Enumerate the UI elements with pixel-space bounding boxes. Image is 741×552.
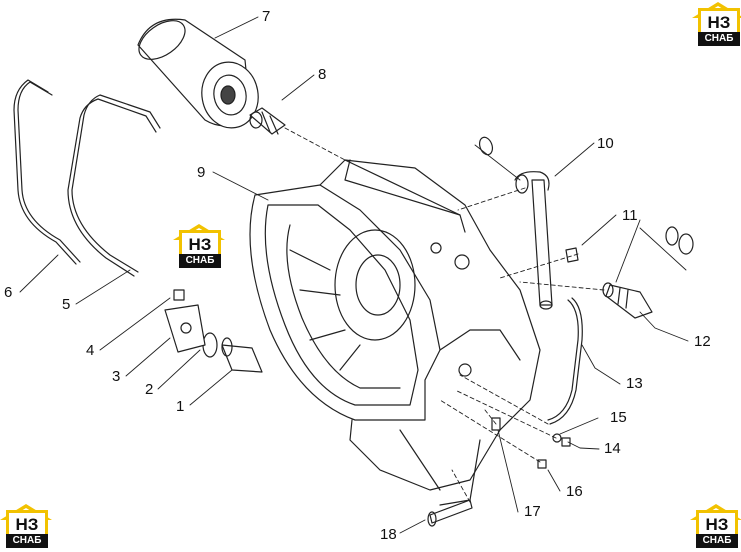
sleeve-1 xyxy=(221,344,263,373)
oil-filter-part xyxy=(137,18,259,129)
watermark-logo-caption: СНАБ xyxy=(179,254,221,268)
callout-10: 10 xyxy=(597,135,614,152)
callout-14: 14 xyxy=(604,440,621,457)
callout-17: 17 xyxy=(524,503,541,520)
threaded-fitting-part xyxy=(249,107,286,135)
o-ring-12b xyxy=(678,233,694,255)
callout-16: 16 xyxy=(566,483,583,500)
callout-13: 13 xyxy=(626,375,643,392)
watermark-logo-text: НЗ xyxy=(696,510,738,537)
watermark-logo-text: НЗ xyxy=(6,510,48,537)
suction-tube-part xyxy=(514,171,553,310)
cover-3 xyxy=(164,304,206,353)
transmission-housing-part xyxy=(249,159,541,506)
watermark-logo-caption: СНАБ xyxy=(698,32,740,46)
callout-2: 2 xyxy=(145,381,154,398)
callout-1: 1 xyxy=(176,398,185,415)
valve-12-part xyxy=(602,282,653,319)
callout-15: 15 xyxy=(610,409,627,426)
watermark-logo-caption: СНАБ xyxy=(6,534,48,548)
bolt-18-part xyxy=(427,499,473,527)
watermark-logo-text: НЗ xyxy=(179,230,221,257)
callout-11: 11 xyxy=(622,207,638,224)
bolt-4 xyxy=(173,289,185,301)
o-ring-12a xyxy=(665,226,679,246)
o-ring-10 xyxy=(478,136,494,156)
callout-12: 12 xyxy=(694,333,711,350)
watermark-logo-center: НЗ СНАБ xyxy=(171,224,223,270)
callout-9: 9 xyxy=(197,164,206,181)
callout-18: 18 xyxy=(380,526,397,543)
bolt-11-part xyxy=(565,247,579,263)
oil-pipe-6 xyxy=(17,81,81,263)
watermark-logo-bottom-left: НЗ СНАБ xyxy=(0,504,50,550)
watermark-logo-top-right: НЗ СНАБ xyxy=(690,2,741,48)
plug-16 xyxy=(537,459,547,469)
callout-4: 4 xyxy=(86,342,95,359)
callout-3: 3 xyxy=(112,368,121,385)
watermark-logo-text: НЗ xyxy=(698,8,740,35)
watermark-logo-caption: СНАБ xyxy=(696,534,738,548)
callout-6: 6 xyxy=(4,284,13,301)
oil-pipe-5 xyxy=(71,94,161,273)
callout-5: 5 xyxy=(62,296,71,313)
washer-15 xyxy=(552,433,562,443)
callout-7: 7 xyxy=(262,8,271,25)
watermark-logo-bottom-right: НЗ СНАБ xyxy=(688,504,740,550)
plug-14 xyxy=(561,437,571,447)
callout-8: 8 xyxy=(318,66,327,83)
pipe-13 xyxy=(547,299,579,421)
